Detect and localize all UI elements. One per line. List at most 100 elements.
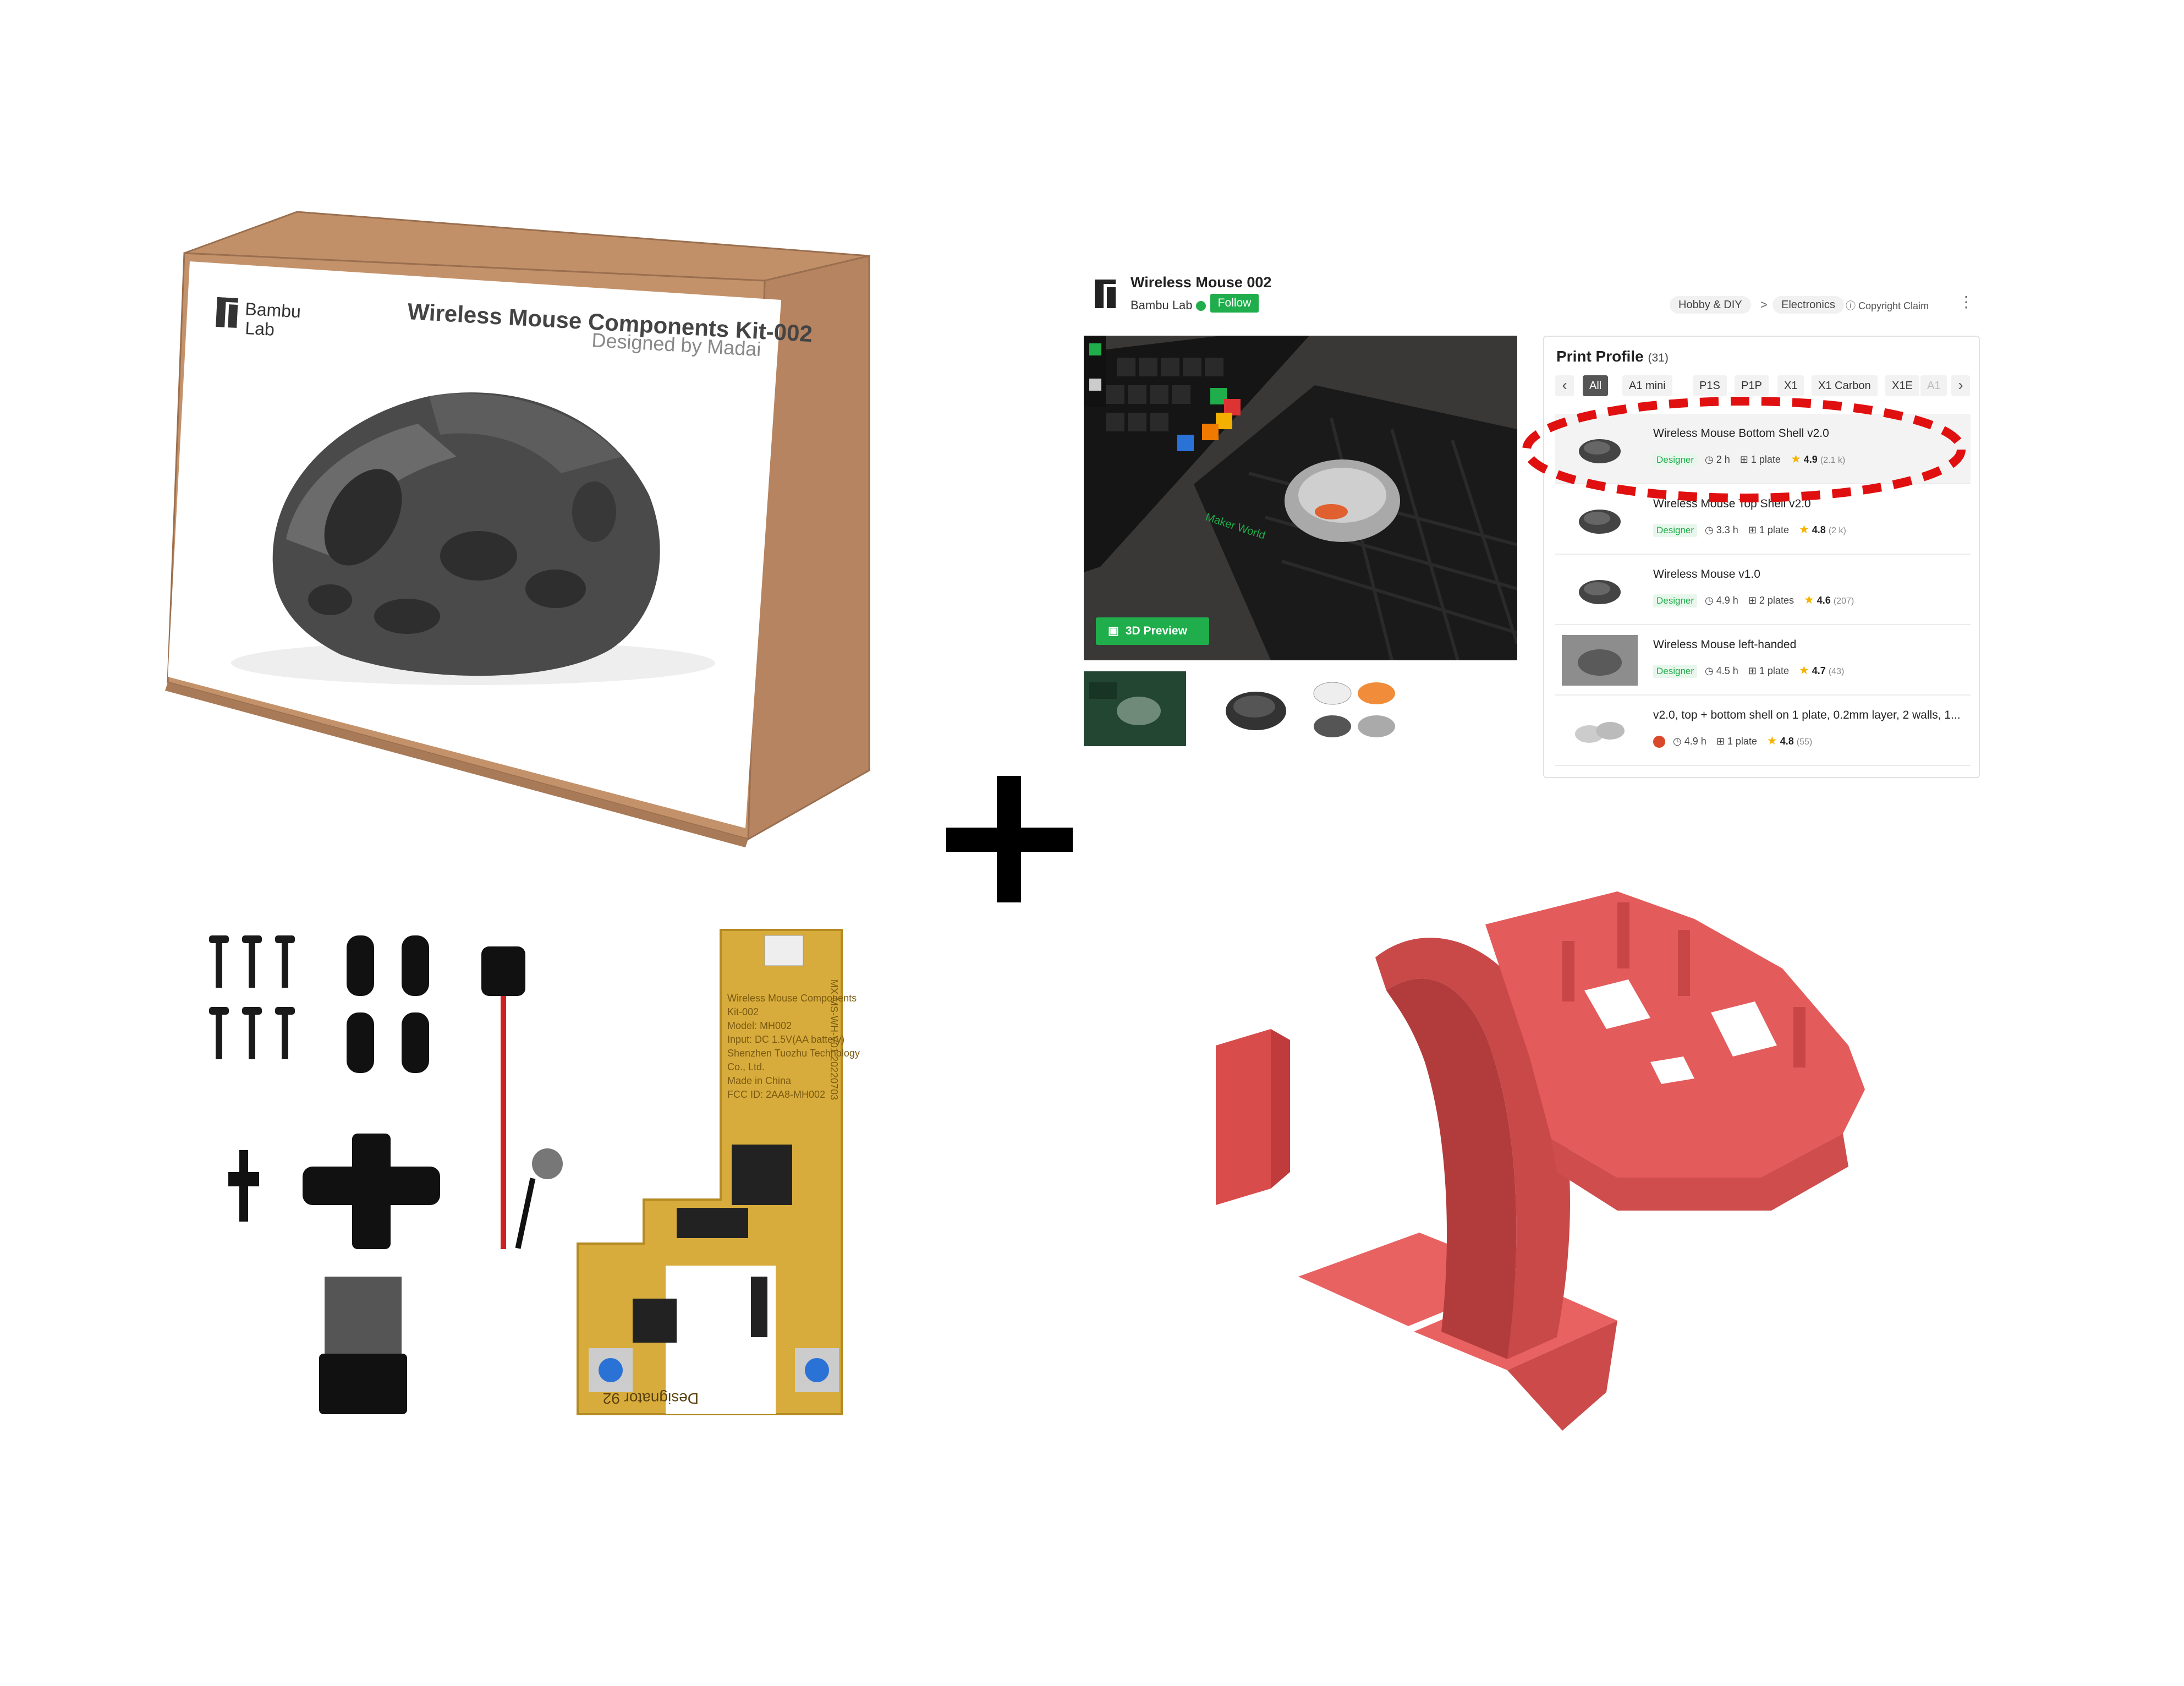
print-time: 4.9 h <box>1684 736 1706 747</box>
printer-filter-bar: ‹ All A1 mini P1S P1P X1 X1 Carbon X1E A… <box>1555 375 1973 397</box>
grid-icon[interactable] <box>1089 343 1101 355</box>
filter-all[interactable]: All <box>1583 375 1609 396</box>
breadcrumb-separator: > <box>1760 298 1768 311</box>
profile-row[interactable]: Wireless Mouse left-handed Designer◷ 4.5… <box>1555 625 1971 696</box>
hero-image[interactable]: Maker World ▣3D Preview <box>1084 336 1517 660</box>
thumbnail-1[interactable] <box>1084 671 1186 746</box>
plate-count: 1 plate <box>1751 454 1781 465</box>
profile-row[interactable]: v2.0, top + bottom shell on 1 plate, 0.2… <box>1555 696 1971 766</box>
black-wire <box>515 1178 536 1249</box>
rating: 4.8 <box>1812 524 1826 535</box>
rating-count: (43) <box>1828 667 1845 676</box>
model-title: Wireless Mouse 002 <box>1131 274 1272 291</box>
thumbnail-2[interactable] <box>1205 671 1307 746</box>
pcb-bottom-text: Designator 92 <box>603 1390 699 1407</box>
plate-icon: ⊞ <box>1748 524 1759 535</box>
3d-preview-label[interactable]: 3D Preview <box>1125 625 1187 637</box>
rating: 4.9 <box>1803 454 1818 465</box>
rating-count: (55) <box>1796 737 1813 747</box>
filter-p1p[interactable]: P1P <box>1735 375 1769 396</box>
chevron-right-icon[interactable]: › <box>1951 375 1970 396</box>
mouse-shell-3d-model <box>1216 891 1865 1431</box>
star-icon: ★ <box>1766 735 1777 747</box>
profile-title[interactable]: Wireless Mouse v1.0 <box>1653 568 1760 581</box>
profile-meta: Designer◷ 3.3 h⊞ 1 plate★ 4.8 (2 k) <box>1653 523 1846 537</box>
author-name[interactable]: Bambu Lab <box>1131 298 1206 313</box>
printer-icon[interactable] <box>1089 379 1101 391</box>
profile-thumbnail <box>1562 635 1638 686</box>
star-icon: ★ <box>1790 453 1801 466</box>
spring <box>532 1148 563 1179</box>
filter-a1[interactable]: A1 <box>1920 375 1947 396</box>
mouse-image <box>231 392 715 685</box>
filter-p1s[interactable]: P1S <box>1693 375 1727 396</box>
plate-icon: ⊞ <box>1716 736 1727 747</box>
pcb-line-8: FCC ID: 2AA8-MH002 <box>727 1089 825 1100</box>
copyright-label[interactable]: Copyright Claim <box>1858 300 1929 311</box>
designer-badge: Designer <box>1653 524 1698 537</box>
3d-preview-button[interactable]: ▣ 3D Preview <box>1096 617 1209 645</box>
encoder <box>481 946 525 996</box>
copyright-claim-link[interactable]: ⓘ Copyright Claim <box>1846 298 1929 313</box>
profile-row[interactable]: Wireless Mouse Bottom Shell v2.0 Designe… <box>1555 414 1971 484</box>
thumbnail-3[interactable] <box>1305 671 1407 746</box>
product-box: Bambu Lab Wireless Mouse Components Kit-… <box>165 211 870 847</box>
screws <box>209 935 295 1059</box>
designer-badge: Designer <box>1653 453 1698 467</box>
print-time: 3.3 h <box>1716 524 1738 535</box>
profile-title[interactable]: v2.0, top + bottom shell on 1 plate, 0.2… <box>1653 709 1961 721</box>
kebab-icon[interactable]: ⋮ <box>1958 293 1974 310</box>
pcb-line-6: Co., Ltd. <box>727 1061 765 1072</box>
breadcrumb-electronics[interactable]: Electronics <box>1773 296 1844 314</box>
filter-a1-mini[interactable]: A1 mini <box>1622 375 1672 396</box>
filter-x1[interactable]: X1 <box>1777 375 1804 396</box>
print-time: 4.9 h <box>1716 595 1738 606</box>
rating-count: (207) <box>1833 596 1854 606</box>
pcb-line-3: Model: MH002 <box>727 1020 792 1031</box>
kit-components-image: Wireless Mouse Components Kit-002 Model:… <box>209 929 860 1415</box>
profile-meta: Designer◷ 4.5 h⊞ 1 plate★ 4.7 (43) <box>1653 664 1844 678</box>
pcb-line-7: Made in China <box>727 1075 792 1086</box>
rating: 4.6 <box>1817 595 1831 606</box>
print-profile-title: Print Profile (31) <box>1556 348 1669 365</box>
profile-row[interactable]: Wireless Mouse v1.0 Designer◷ 4.9 h⊞ 2 p… <box>1555 555 1971 625</box>
print-profile-panel: Print Profile (31) ‹ All A1 mini P1S P1P… <box>1543 336 1980 778</box>
filter-x1e[interactable]: X1E <box>1885 375 1919 396</box>
profile-title[interactable]: Wireless Mouse left-handed <box>1653 638 1797 651</box>
plate-count: 2 plates <box>1759 595 1794 606</box>
cube-icon: ▣ <box>1108 625 1119 637</box>
pcb-line-5: Shenzhen Tuozhu Technology <box>727 1048 860 1059</box>
breadcrumb-hobby[interactable]: Hobby & DIY <box>1670 296 1751 314</box>
author-label[interactable]: Bambu Lab <box>1131 298 1193 312</box>
highlight-ellipse <box>1522 397 1966 502</box>
side-toolbar <box>1084 336 1106 407</box>
bambu-logo-icon <box>1095 280 1116 308</box>
pcb-line-2: Kit-002 <box>727 1006 759 1017</box>
star-icon: ★ <box>1798 523 1809 536</box>
pcb-line-1: Wireless Mouse Components <box>727 993 857 1004</box>
designer-badge: Designer <box>1653 594 1698 607</box>
profile-meta: Designer◷ 2 h⊞ 1 plate★ 4.9 (2.1 k) <box>1653 452 1845 467</box>
profile-meta: ◷ 4.9 h⊞ 1 plate★ 4.8 (55) <box>1653 734 1812 748</box>
rating: 4.7 <box>1812 665 1826 676</box>
print-time: 4.5 h <box>1716 665 1738 676</box>
clock-icon: ◷ <box>1705 595 1716 606</box>
rating-count: (2 k) <box>1828 526 1846 535</box>
copyright-icon: ⓘ <box>1846 300 1859 311</box>
plus-icon <box>946 776 1073 902</box>
filter-x1-carbon[interactable]: X1 Carbon <box>1812 375 1878 396</box>
follow-button[interactable]: Follow <box>1210 294 1259 313</box>
pcb-line-4: Input: DC 1.5V(AA battery) <box>727 1034 844 1045</box>
profile-meta: Designer◷ 4.9 h⊞ 2 plates★ 4.6 (207) <box>1653 593 1854 607</box>
star-icon: ★ <box>1798 664 1809 677</box>
pcb-vertical-text: MX-MS-WH-V01 20220703 <box>828 979 839 1100</box>
plate-count: 1 plate <box>1759 524 1789 535</box>
model-page-panel: Wireless Mouse 002 Bambu Lab Follow Hobb… <box>1078 253 2013 778</box>
star-icon: ★ <box>1803 594 1814 606</box>
profile-thumbnail <box>1579 439 1621 463</box>
chevron-left-icon[interactable]: ‹ <box>1555 375 1574 396</box>
print-time: 2 h <box>1716 454 1730 465</box>
profile-title[interactable]: Wireless Mouse Bottom Shell v2.0 <box>1653 427 1829 440</box>
bambu-logo-icon <box>216 297 238 328</box>
user-avatar[interactable] <box>1653 736 1665 748</box>
